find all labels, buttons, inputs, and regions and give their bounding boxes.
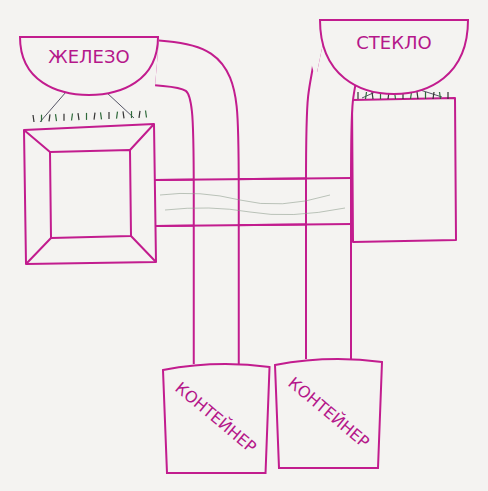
grass-stroke — [101, 112, 102, 119]
grass-stroke — [447, 92, 448, 99]
hopper-label: СТЕКЛО — [356, 32, 431, 53]
hopper-label: ЖЕЛЕЗО — [48, 46, 129, 67]
pipe-connector — [321, 53, 335, 359]
left-box-inner — [50, 150, 131, 238]
grass-stroke — [417, 92, 418, 99]
grass-stroke — [56, 114, 57, 121]
left-box — [24, 124, 156, 264]
grass-stroke — [357, 92, 358, 99]
grass-stroke — [86, 113, 87, 120]
grass-stroke — [41, 115, 42, 122]
grass-stroke — [63, 114, 64, 121]
hopper-shape — [20, 37, 158, 95]
grass-stroke — [131, 111, 132, 118]
pipe-wall — [321, 53, 335, 359]
pipe-axis — [157, 63, 216, 364]
hopper-shape — [320, 20, 468, 94]
grass-stroke — [78, 113, 79, 120]
right-box — [352, 98, 456, 242]
grass-stroke — [117, 112, 118, 119]
container-bin: КОНТЕЙНЕР — [272, 355, 385, 470]
grass-stroke — [366, 92, 367, 99]
grass-strokes — [33, 92, 448, 122]
grass-stroke — [372, 92, 373, 99]
grass-stroke — [440, 92, 441, 99]
pipe-inside — [321, 53, 335, 359]
pipe-connector — [157, 63, 216, 364]
hopper: ЖЕЛЕЗО — [18, 35, 160, 97]
container-bin: КОНТЕЙНЕР — [160, 360, 273, 475]
conveyor-bar-edge — [155, 178, 352, 226]
pipe-inside — [157, 63, 216, 364]
pipe-axis — [321, 53, 335, 359]
container-shape — [163, 364, 270, 473]
hopper-outline — [318, 18, 470, 96]
container-shape — [275, 359, 382, 468]
grass-stroke — [139, 111, 140, 118]
grass-stroke — [49, 114, 50, 121]
grass-stroke — [425, 92, 426, 99]
grass-stroke — [433, 92, 434, 99]
grass-stroke — [146, 111, 147, 118]
hopper: СТЕКЛО — [318, 18, 470, 96]
grass-stroke — [33, 115, 34, 122]
left-box-perspective — [24, 124, 156, 264]
grass-stroke — [72, 114, 73, 121]
grass-stroke — [94, 113, 95, 120]
grass-stroke — [108, 112, 109, 119]
grass-stroke — [123, 111, 124, 118]
bar-scribble — [160, 193, 345, 214]
pipe-wall — [157, 63, 216, 364]
